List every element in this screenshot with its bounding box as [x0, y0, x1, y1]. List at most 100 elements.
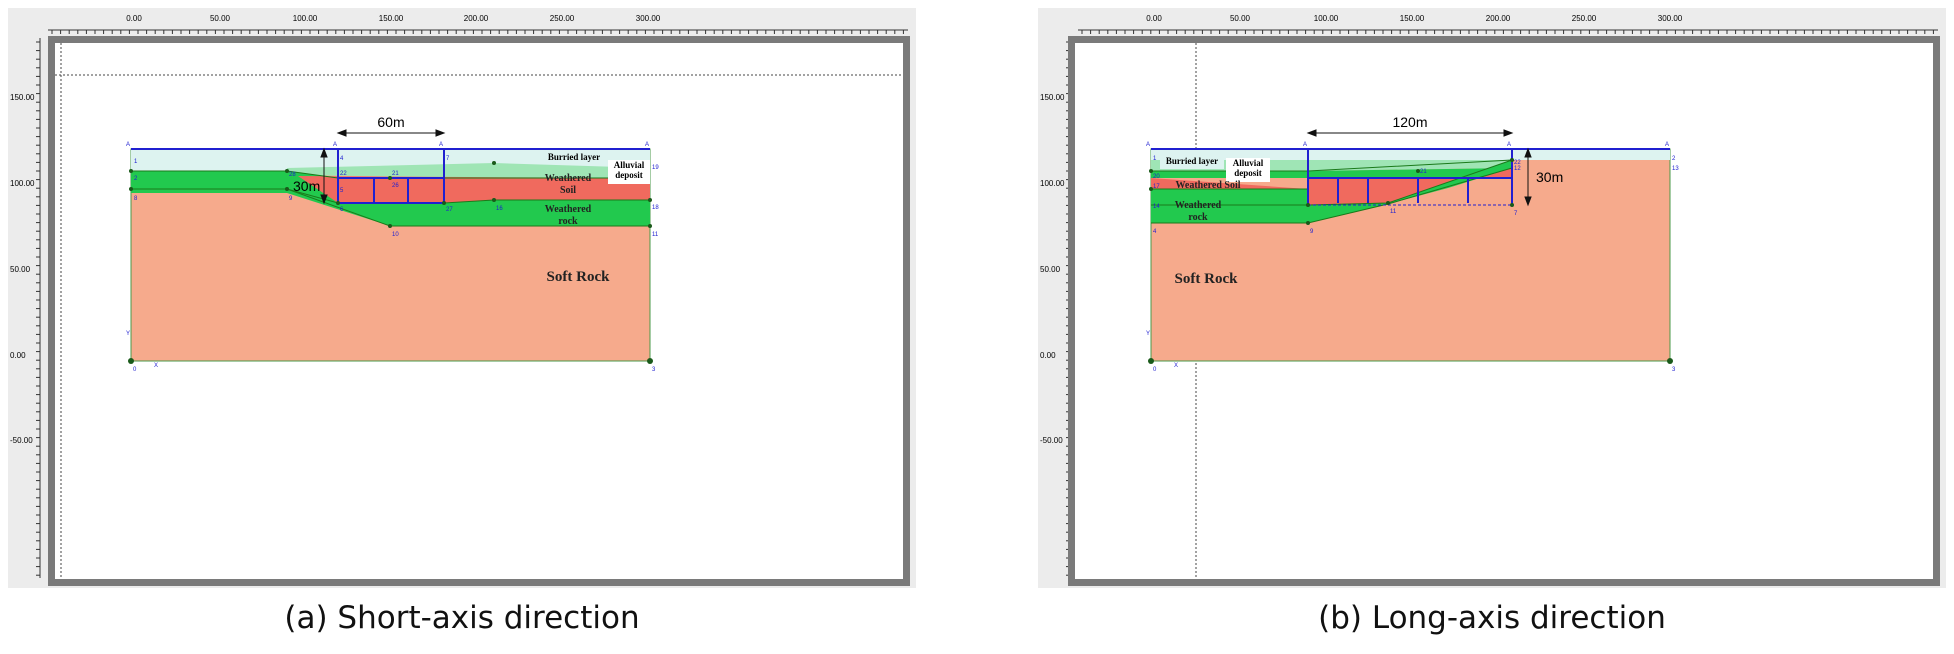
axis-x-letter: X — [154, 363, 158, 369]
y-tick-label: 150.00 — [10, 93, 35, 102]
weathered-rock-label: Weathered rock — [1174, 200, 1222, 223]
alluvial-label-bg — [1226, 158, 1270, 182]
y-tick-label: 0.00 — [10, 351, 26, 360]
anchor-letter: A — [645, 142, 649, 148]
node-label: 7 — [446, 156, 450, 162]
dimension-depth-label: 30m — [293, 178, 320, 194]
weathered-rock-layer — [1151, 160, 1512, 223]
mesh-nodes — [1148, 158, 1673, 364]
node-label: 16 — [496, 206, 503, 212]
x-tick-label: 250.00 — [1572, 14, 1597, 23]
y-tick-label: 100.00 — [10, 179, 35, 188]
y-tick-label: -50.00 — [1040, 436, 1063, 445]
x-tick-label: 150.00 — [1400, 14, 1425, 23]
burried-layer-label: Burried layer — [1166, 156, 1218, 166]
anchor-letter: A — [333, 142, 337, 148]
node-label: 5 — [340, 188, 344, 194]
caption-long-axis: (b) Long-axis direction — [1318, 600, 1666, 636]
anchor-letter: A — [1303, 142, 1307, 148]
node-label: 17 — [1153, 184, 1160, 190]
anchor-letter: A — [1146, 142, 1150, 148]
left-ruler: 150.00 100.00 50.00 0.00 -50.00 — [1040, 38, 1071, 578]
node-label: 26 — [392, 183, 399, 189]
node-label: 3 — [1672, 367, 1676, 373]
soil-layers — [130, 148, 651, 362]
node-label: 27 — [446, 207, 453, 213]
alluvial-layer — [287, 163, 650, 178]
node-label: 1 — [1153, 156, 1157, 162]
node-label: 3 — [652, 367, 656, 373]
alluvial-layer-label: Alluvial deposit — [1232, 158, 1264, 178]
node-label: 8 — [134, 196, 138, 202]
x-tick-label: 200.00 — [1486, 14, 1511, 23]
model-view-long-axis: 0.00 50.00 100.00 150.00 200.00 250.00 3… — [1040, 14, 1940, 586]
node-labels: 0 3 1 2 4 7 9 11 12 13 14 17 20 21 22 — [1153, 156, 1679, 373]
x-tick-label: 200.00 — [464, 14, 489, 23]
anchor-letter: A — [439, 142, 443, 148]
soft-rock-label: Soft Rock — [1174, 271, 1238, 287]
left-ruler: 150.00 100.00 50.00 0.00 -50.00 — [10, 38, 41, 578]
weathered-soil-layer — [298, 176, 650, 203]
node-label: 19 — [652, 165, 659, 171]
soil-layers — [1150, 148, 1671, 362]
x-tick-label: 150.00 — [379, 14, 404, 23]
node-label: 1 — [134, 159, 138, 165]
node-label: 14 — [1153, 204, 1160, 210]
burried-label-bg — [1160, 151, 1224, 169]
alluvial-layer-label: Alluvial deposit — [613, 160, 645, 180]
dimension-lines — [320, 129, 446, 205]
weathered-soil-layer — [1151, 160, 1512, 205]
axis-y-letter: Y — [126, 331, 130, 337]
y-tick-label: 100.00 — [1040, 179, 1065, 188]
y-tick-label: 50.00 — [1040, 265, 1061, 274]
dimension-lines — [1306, 129, 1532, 207]
node-label: 0 — [133, 367, 137, 373]
node-label: 10 — [392, 232, 399, 238]
node-label: 4 — [1153, 229, 1157, 235]
anchor-letter: A — [1665, 142, 1669, 148]
x-tick-label: 300.00 — [1658, 14, 1683, 23]
mesh-nodes — [128, 161, 653, 364]
node-label: 9 — [289, 196, 293, 202]
panel-short-axis: 0.00 50.00 100.00 150.00 200.00 250.00 3… — [8, 8, 916, 588]
anchor-letter: A — [1507, 142, 1511, 148]
y-tick-label: 0.00 — [1040, 351, 1056, 360]
x-tick-label: 250.00 — [550, 14, 575, 23]
node-labels: 0 3 1 2 8 9 10 11 16 18 19 21 22 26 27 2… — [133, 156, 659, 373]
burried-label-bg — [544, 151, 610, 163]
node-label: 22 — [1514, 160, 1521, 166]
node-label: 2 — [1672, 156, 1676, 162]
weathered-soil-label: Weathered Soil — [544, 173, 592, 196]
node-label: 13 — [1672, 166, 1679, 172]
top-ruler: 0.00 50.00 100.00 150.00 200.00 250.00 3… — [1078, 14, 1938, 34]
burried-layer — [1151, 149, 1670, 160]
excavation-support — [1151, 148, 1670, 205]
node-label: 9 — [1310, 229, 1314, 235]
node-label: 12 — [1514, 166, 1521, 172]
node-label: 28 — [289, 172, 296, 178]
weathered-soil-label: Weathered Soil — [1175, 180, 1240, 191]
node-label: 21 — [392, 171, 399, 177]
y-tick-label: 50.00 — [10, 265, 31, 274]
x-tick-label: 50.00 — [210, 14, 231, 23]
dimension-depth-label: 30m — [1536, 169, 1563, 185]
panel-long-axis: 0.00 50.00 100.00 150.00 200.00 250.00 3… — [1038, 8, 1946, 588]
x-tick-label: 100.00 — [293, 14, 318, 23]
x-tick-label: 300.00 — [636, 14, 661, 23]
burried-layer-label: Burried layer — [548, 152, 600, 162]
node-label: 22 — [340, 171, 347, 177]
y-tick-label: -50.00 — [10, 436, 33, 445]
x-tick-label: 100.00 — [1314, 14, 1339, 23]
node-label: 11 — [652, 232, 659, 238]
node-label: 6 — [340, 207, 344, 213]
anchor-letter: A — [126, 142, 130, 148]
node-label: 0 — [1153, 367, 1157, 373]
axis-x-letter: X — [1174, 363, 1178, 369]
top-ruler: 0.00 50.00 100.00 150.00 200.00 250.00 3… — [48, 14, 908, 34]
weathered-rock-left — [131, 180, 287, 189]
node-label: 20 — [1153, 174, 1160, 180]
model-view-short-axis: 0.00 50.00 100.00 150.00 200.00 250.00 3… — [10, 14, 910, 586]
node-label: 21 — [1420, 169, 1427, 175]
node-label: 4 — [340, 156, 344, 162]
weathered-rock-layer — [131, 189, 650, 226]
